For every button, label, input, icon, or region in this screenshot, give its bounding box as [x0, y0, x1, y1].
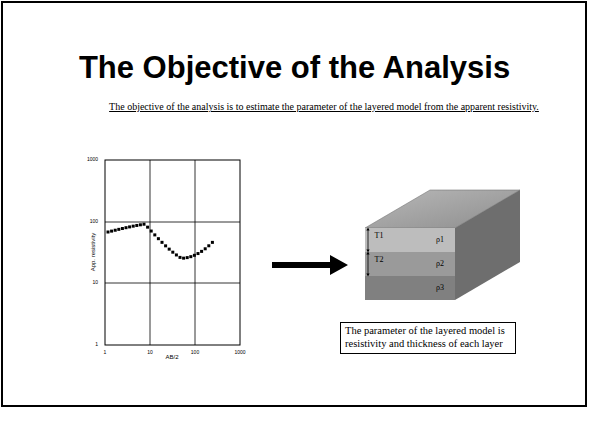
tick-label: 1	[104, 350, 107, 356]
axis-title: AB/2	[165, 354, 178, 361]
tick-label: 1000	[234, 350, 245, 356]
slide-title: The Objective of the Analysis	[79, 50, 510, 86]
tick-label: 10	[92, 280, 98, 286]
box-text: The parameter of the layered model is re…	[345, 325, 511, 350]
tick-label: 100	[191, 350, 199, 356]
big-arrow	[272, 255, 348, 275]
resistivity-label: ρ2	[436, 259, 444, 268]
slide-frame	[2, 2, 586, 406]
thickness-label: T1	[375, 231, 384, 240]
text-box: The parameter of the layered model is re…	[340, 322, 516, 354]
tick-label: 1000	[87, 157, 98, 163]
tick-label: 10	[147, 350, 153, 356]
axis-title: App. resistivity	[90, 233, 97, 272]
subtitle: The objective of the analysis is to esti…	[109, 101, 539, 113]
resistivity-label: ρ1	[436, 235, 444, 244]
resistivity-label: ρ3	[436, 283, 444, 292]
tick-label: 100	[90, 219, 98, 225]
thickness-label: T2	[375, 255, 384, 264]
layered-block	[365, 190, 520, 300]
resistivity-chart	[105, 160, 240, 345]
tick-label: 1	[95, 342, 98, 348]
